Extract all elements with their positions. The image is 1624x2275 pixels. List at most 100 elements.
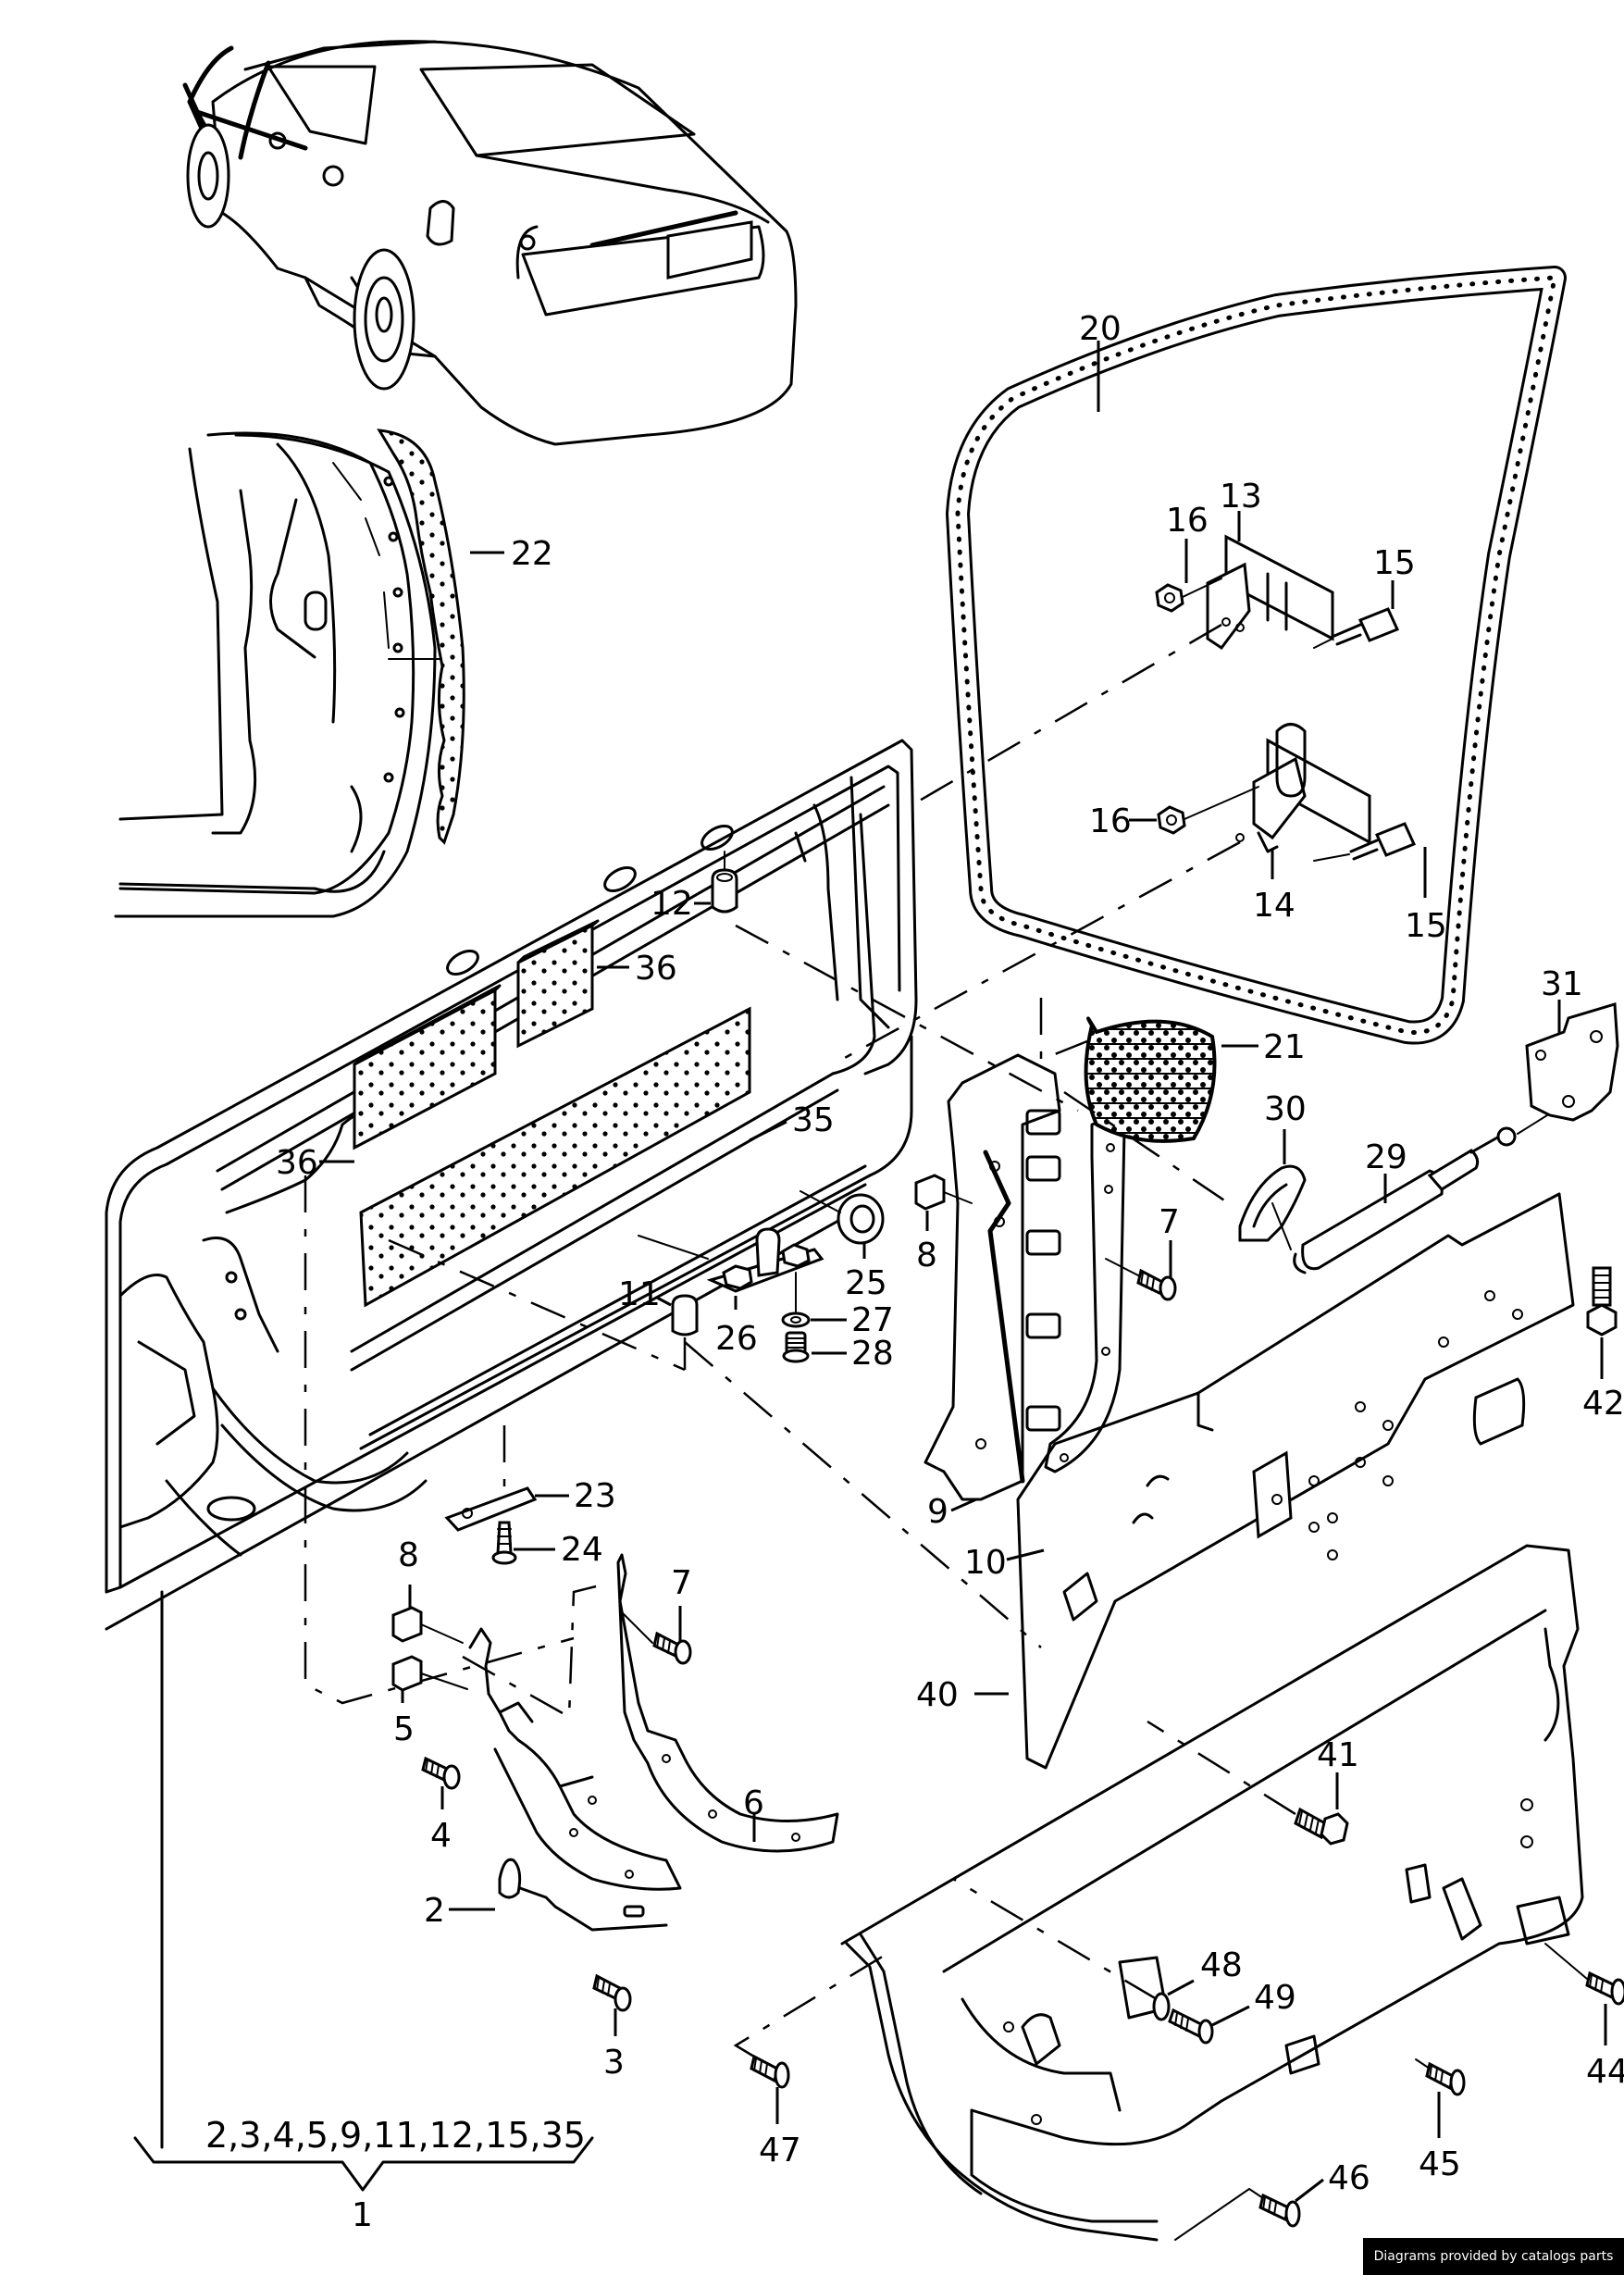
upper-hinge-part (1206, 534, 1334, 651)
assembly-line-left (304, 1175, 575, 1705)
part-8-clip (391, 1606, 464, 1644)
callout-16b[interactable]: 16 (1089, 802, 1132, 840)
callout-31[interactable]: 31 (1541, 965, 1583, 1003)
part-8-clip-upper (914, 1174, 973, 1211)
callout-36a[interactable]: 36 (635, 950, 677, 988)
part-12-pin (711, 851, 738, 914)
callout-27[interactable]: 27 (851, 1301, 894, 1339)
callout-5[interactable]: 5 (393, 1710, 415, 1748)
leader-35 (749, 1120, 787, 1142)
lower-hinge-nut (1157, 786, 1259, 835)
part-7-screw-upper (1105, 1258, 1177, 1301)
part-49-screw (1168, 2008, 1214, 2045)
pillar-seal-part (377, 429, 465, 845)
upper-hinge-nut (1155, 578, 1222, 613)
part-41-bolt (1147, 1720, 1349, 1846)
part-23-plate (444, 1425, 538, 1532)
callout-7a[interactable]: 7 (1159, 1203, 1180, 1241)
callout-9[interactable]: 9 (927, 1493, 948, 1531)
assembly-line-hinge-upper (911, 623, 1222, 807)
callout-28[interactable]: 28 (851, 1335, 894, 1373)
callout-8b[interactable]: 8 (398, 1536, 419, 1574)
part-24-screw (491, 1521, 517, 1565)
callout-15b[interactable]: 15 (1405, 907, 1447, 945)
car-overview-illustration (182, 40, 798, 446)
leader-9 (950, 1498, 977, 1512)
body-pillar-section (114, 431, 437, 918)
callout-8a[interactable]: 8 (916, 1237, 937, 1274)
lower-hinge-bolt (1313, 822, 1417, 862)
callout-26[interactable]: 26 (715, 1320, 758, 1358)
callout-40[interactable]: 40 (916, 1676, 959, 1714)
callout-24[interactable]: 24 (561, 1531, 603, 1569)
part-46-screw (1174, 2188, 1301, 2241)
callout-16a[interactable]: 16 (1166, 502, 1209, 540)
upper-hinge-bolt (1313, 607, 1400, 649)
callout-41[interactable]: 41 (1317, 1736, 1359, 1774)
assembly-line-21 (1039, 998, 1088, 1062)
callout-21[interactable]: 21 (1263, 1028, 1306, 1066)
callout-7b[interactable]: 7 (671, 1564, 692, 1602)
insulation-pad-36b (516, 919, 600, 1049)
callout-20[interactable]: 20 (1079, 310, 1122, 348)
callout-12[interactable]: 12 (651, 885, 693, 923)
part-21-boot (1084, 1016, 1217, 1143)
door-seal-part (946, 266, 1567, 1045)
part-11-bushing (671, 1294, 699, 1370)
callout-11[interactable]: 11 (618, 1275, 661, 1313)
part-5-clip (391, 1655, 468, 1692)
credit-banner: Diagrams provided by catalogs parts (1363, 2238, 1624, 2275)
callout-2[interactable]: 2 (424, 1892, 445, 1930)
part-26-plate (638, 1227, 824, 1293)
callout-10[interactable]: 10 (964, 1544, 1007, 1582)
callout-6[interactable]: 6 (743, 1784, 764, 1822)
callout-35[interactable]: 35 (792, 1101, 835, 1139)
insulation-pad-36a (353, 984, 502, 1150)
part-42-bolt (1586, 1266, 1618, 1336)
part-29-check-strap (1293, 1110, 1556, 1274)
callout-29[interactable]: 29 (1365, 1138, 1407, 1176)
part-47-screw (733, 1951, 889, 2089)
callout-15a[interactable]: 15 (1373, 544, 1416, 582)
part-44-screw (1544, 1943, 1624, 2006)
callout-45[interactable]: 45 (1419, 2145, 1461, 2183)
part-48-washer (952, 1877, 1171, 2021)
callout-46[interactable]: 46 (1328, 2159, 1370, 2197)
part-9-reinforcement (924, 1053, 1061, 1501)
callout-47[interactable]: 47 (759, 2132, 801, 2169)
callout-30[interactable]: 30 (1264, 1090, 1307, 1128)
part-10-strip (1044, 1113, 1126, 1473)
door-trim-panel (840, 1544, 1584, 2242)
leader-49 (1211, 2005, 1250, 2027)
insulation-pad-35 (359, 1006, 751, 1308)
callout-1[interactable]: 1 (352, 2196, 373, 2234)
assembly-line-30 (1063, 1090, 1236, 1210)
callout-49[interactable]: 49 (1254, 1979, 1296, 2017)
callout-42[interactable]: 42 (1582, 1385, 1624, 1423)
leader-10 (1006, 1548, 1045, 1561)
callout-4[interactable]: 4 (430, 1817, 452, 1855)
callout-13[interactable]: 13 (1220, 478, 1262, 516)
callout-36b[interactable]: 36 (276, 1144, 318, 1182)
callout-23[interactable]: 23 (574, 1477, 616, 1515)
part-6-brace (616, 1553, 839, 1853)
part-4-screw (421, 1756, 461, 1790)
leader-46 (1295, 2178, 1324, 2203)
part-31-mount (1525, 1002, 1619, 1122)
callout-25[interactable]: 25 (845, 1264, 887, 1302)
part-40-module-carrier (1016, 1192, 1575, 1770)
callout-14[interactable]: 14 (1253, 887, 1295, 925)
part-3-screw (592, 1973, 632, 2012)
part-25-grommet (800, 1190, 885, 1245)
assembly-line-12 (735, 924, 1079, 1113)
part-30-bracket (1238, 1164, 1307, 1250)
door-reinforcement-bracket (468, 1627, 682, 1932)
leader-48 (1167, 1979, 1195, 1996)
callout-22[interactable]: 22 (511, 535, 553, 573)
assembly-line-bracket (462, 1581, 612, 1720)
callout-44[interactable]: 44 (1586, 2053, 1624, 2091)
assembly-group-includes[interactable]: 2,3,4,5,9,11,12,15,35 (205, 2115, 586, 2156)
callout-48[interactable]: 48 (1200, 1946, 1243, 1984)
callout-3[interactable]: 3 (603, 2044, 625, 2082)
